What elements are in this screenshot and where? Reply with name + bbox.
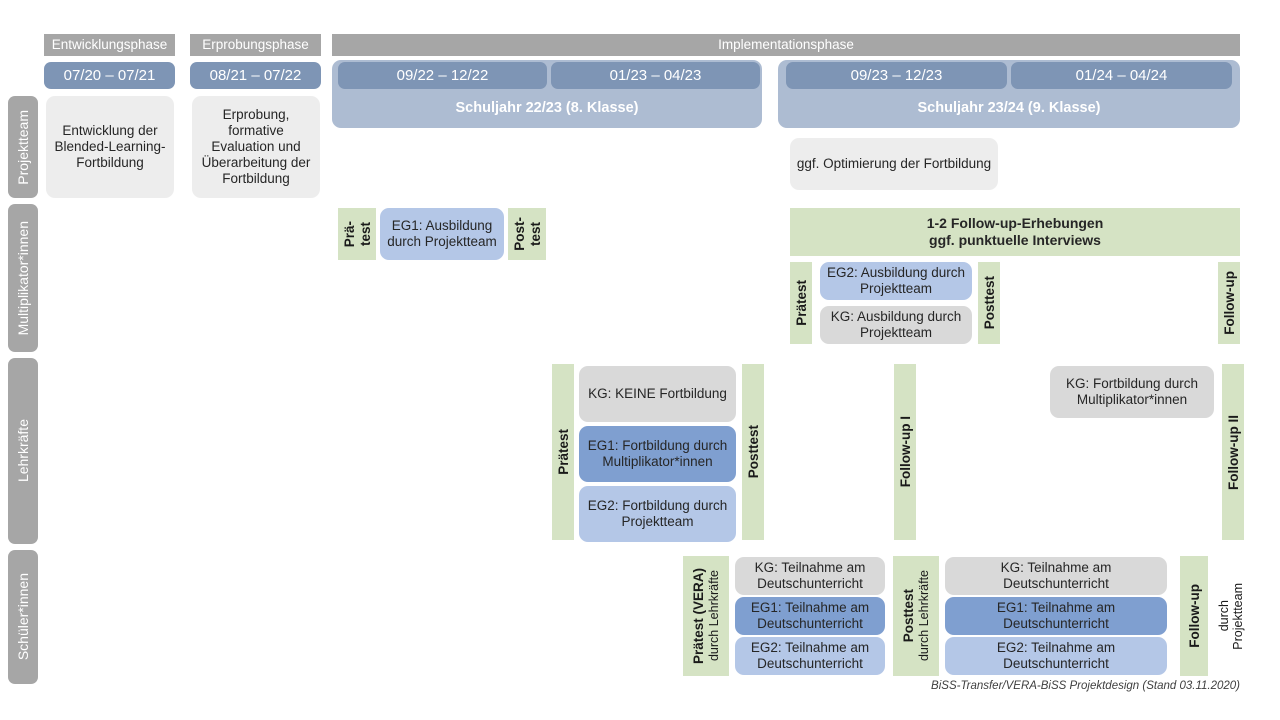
schueler-group-b-eg2-box: EG2: Teilnahme am Deutschunterricht [945, 637, 1167, 675]
multiplikator-followup-text: Follow-up [1221, 271, 1237, 335]
schueler-group-a-eg2-box: EG2: Teilnahme am Deutschunterricht [735, 637, 885, 675]
schueler-pretest-sub: durch Lehrkräfte [707, 570, 721, 662]
schueler-posttest-sub: durch Lehrkräfte [917, 570, 931, 662]
schueler-posttest-bar: Posttest durch Lehrkräfte [893, 556, 939, 676]
role-label-projektteam-text: Projektteam [15, 109, 31, 185]
multiplikator-followup-banner-line1: 1-2 Follow-up-Erhebungen [926, 214, 1104, 231]
schueler-posttest-main: Posttest [901, 589, 916, 643]
lehrkraefte-pretest-text: Prätest [555, 429, 571, 475]
schueler-group-b-eg1-box: EG1: Teilnahme am Deutschunterricht [945, 597, 1167, 635]
multiplikator-pretest2-bar: Prätest [790, 262, 812, 344]
role-label-schueler-text: Schüler*innen [15, 573, 31, 661]
schueler-followup-sub-group: durch Projektteam [1208, 556, 1254, 676]
multiplikator-posttest-bar: Post- test [508, 208, 546, 260]
period-chip-0720-0721: 07/20 – 07/21 [44, 62, 175, 89]
multiplikator-posttest-line1: Post- [511, 217, 527, 251]
role-label-lehrkraefte: Lehrkräfte [8, 358, 38, 544]
multiplikator-pretest-line2: test [357, 221, 373, 246]
projektteam-optimization-box: ggf. Optimierung der Fortbildung [790, 138, 998, 190]
projektteam-piloting-box: Erprobung, formative Evaluation und Über… [192, 96, 320, 198]
schueler-pretest-bar: Prätest (VERA) durch Lehrkräfte [683, 556, 729, 676]
multiplikator-pretest2-text: Prätest [793, 280, 809, 326]
multiplikator-posttest-line2: test [527, 221, 543, 246]
schueler-group-a-kg-box: KG: Teilnahme am Deutschunterricht [735, 557, 885, 595]
schueler-followup-bar: Follow-up [1180, 556, 1208, 676]
phase-header-entwicklungsphase: Entwicklungsphase [44, 34, 175, 56]
projektteam-development-box: Entwicklung der Blended-Learning-Fortbil… [46, 96, 174, 198]
period-chip-0821-0722: 08/21 – 07/22 [190, 62, 321, 89]
lehrkraefte-followup1-text: Follow-up I [897, 416, 913, 488]
period-chip-0123-0423: 01/23 – 04/23 [551, 62, 760, 89]
school-year-2324-label: Schuljahr 23/24 (9. Klasse) [917, 100, 1101, 116]
lehrkraefte-kg-later-box: KG: Fortbildung durch Multiplikator*inne… [1050, 366, 1214, 418]
period-chip-0124-0424: 01/24 – 04/24 [1011, 62, 1232, 89]
lehrkraefte-followup2-bar: Follow-up II [1222, 364, 1244, 540]
lehrkraefte-followup2-text: Follow-up II [1225, 414, 1241, 490]
school-year-2223-label: Schuljahr 22/23 (8. Klasse) [455, 100, 639, 116]
multiplikator-followup-banner: 1-2 Follow-up-Erhebungen ggf. punktuelle… [790, 208, 1240, 256]
role-label-schueler: Schüler*innen [8, 550, 38, 684]
schueler-group-a-eg1-box: EG1: Teilnahme am Deutschunterricht [735, 597, 885, 635]
role-label-lehrkraefte-text: Lehrkräfte [15, 419, 31, 483]
schueler-group-b-kg-box: KG: Teilnahme am Deutschunterricht [945, 557, 1167, 595]
multiplikator-kg-training-box: KG: Ausbildung durch Projektteam [820, 306, 972, 344]
multiplikator-followup-banner-line2: ggf. punktuelle Interviews [929, 232, 1101, 248]
multiplikator-posttest2-text: Posttest [981, 276, 997, 330]
multiplikator-posttest2-bar: Posttest [978, 262, 1000, 344]
period-chip-0922-1222: 09/22 – 12/22 [338, 62, 547, 89]
phase-header-implementationsphase: Implementationsphase [332, 34, 1240, 56]
phase-header-erprobungsphase: Erprobungsphase [190, 34, 321, 56]
schueler-followup-main: Follow-up [1186, 584, 1202, 648]
lehrkraefte-eg1-box: EG1: Fortbildung durch Multiplikator*inn… [579, 426, 736, 482]
lehrkraefte-eg2-box: EG2: Fortbildung durch Projektteam [579, 486, 736, 542]
schueler-followup-sub-line1: durch [1217, 600, 1231, 632]
schueler-followup-sub-line2: Projektteam [1231, 582, 1245, 650]
multiplikator-eg2-training-box: EG2: Ausbildung durch Projektteam [820, 262, 972, 300]
role-label-multiplikator-text: Multiplikator*innen [15, 220, 31, 336]
multiplikator-pretest-line1: Prä- [341, 220, 357, 248]
lehrkraefte-kg-none-box: KG: KEINE Fortbildung [579, 366, 736, 422]
lehrkraefte-followup1-bar: Follow-up I [894, 364, 916, 540]
multiplikator-followup-bar: Follow-up [1218, 262, 1240, 344]
role-label-multiplikator: Multiplikator*innen [8, 204, 38, 352]
lehrkraefte-posttest-text: Posttest [745, 425, 761, 479]
multiplikator-eg1-training-box: EG1: Ausbildung durch Projektteam [380, 208, 504, 260]
period-chip-0923-1223: 09/23 – 12/23 [786, 62, 1007, 89]
lehrkraefte-posttest-bar: Posttest [742, 364, 764, 540]
footer-note: BiSS-Transfer/VERA-BiSS Projektdesign (S… [931, 680, 1240, 692]
schueler-pretest-main: Prätest (VERA) [691, 567, 706, 665]
lehrkraefte-pretest-bar: Prätest [552, 364, 574, 540]
multiplikator-pretest-bar: Prä- test [338, 208, 376, 260]
role-label-projektteam: Projektteam [8, 96, 38, 198]
